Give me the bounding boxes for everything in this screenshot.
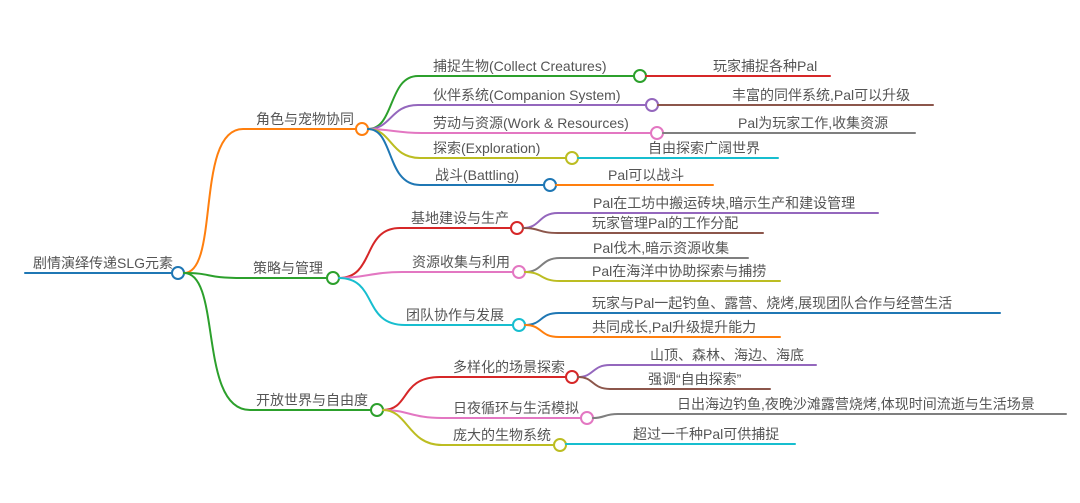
camping-together-label[interactable]: 玩家与Pal一起钓鱼、露营、烧烤,展现团队合作与经营生活 [592, 295, 952, 311]
leaf-work-assignment: 玩家管理Pal的工作分配 [522, 215, 764, 234]
characters-pets-collapse-circle[interactable] [355, 122, 369, 136]
strategy-management-label[interactable]: 策略与管理 [253, 260, 323, 276]
collect-creatures-link [367, 75, 635, 130]
node-characters-pets: 角色与宠物协同 [183, 111, 369, 274]
companion-upgrade-label[interactable]: 丰富的同伴系统,Pal可以升级 [732, 87, 910, 103]
companion-system-label[interactable]: 伙伴系统(Companion System) [433, 87, 621, 103]
node-root: 剧情演绎传递SLG元素 [24, 255, 185, 280]
team-cooperation-link [338, 277, 514, 326]
root-collapse-circle[interactable] [171, 266, 185, 280]
creature-system-label[interactable]: 庞大的生物系统 [453, 427, 551, 443]
companion-system-collapse-circle[interactable] [645, 98, 659, 112]
open-world-freedom-label[interactable]: 开放世界与自由度 [256, 392, 368, 408]
node-open-world-freedom: 开放世界与自由度 [183, 272, 384, 417]
grow-together-label[interactable]: 共同成长,Pal升级提升能力 [592, 319, 756, 335]
grow-together-link [524, 324, 781, 338]
scene-exploration-label[interactable]: 多样化的场景探索 [453, 359, 565, 375]
team-cooperation-label[interactable]: 团队协作与发展 [406, 307, 504, 323]
free-exploration-quote-link [577, 376, 771, 390]
work-assignment-label[interactable]: 玩家管理Pal的工作分配 [592, 215, 738, 231]
leaf-thousand-pals: 超过一千种Pal可供捕捉 [565, 426, 796, 445]
leaf-pal-work: Pal为玩家工作,收集资源 [662, 115, 916, 134]
free-exploration-quote-label[interactable]: 强调“自由探索” [648, 371, 742, 387]
base-building-link [338, 227, 512, 279]
scene-exploration-link [382, 376, 567, 411]
ocean-fishing-link [524, 271, 781, 282]
battling-label[interactable]: 战斗(Battling) [435, 167, 519, 183]
characters-pets-link [183, 128, 357, 274]
catch-pals-label[interactable]: 玩家捕捉各种Pal [713, 58, 817, 74]
characters-pets-label[interactable]: 角色与宠物协同 [256, 111, 354, 127]
base-building-collapse-circle[interactable] [510, 221, 524, 235]
node-battling: 战斗(Battling) [367, 128, 557, 192]
leaf-catch-pals: 玩家捕捉各种Pal [645, 58, 831, 77]
creature-system-link [382, 409, 555, 446]
open-world-freedom-link [183, 272, 372, 411]
team-cooperation-collapse-circle[interactable] [512, 318, 526, 332]
strategy-management-collapse-circle[interactable] [326, 271, 340, 285]
node-scene-exploration: 多样化的场景探索 [382, 359, 579, 411]
leaf-pal-can-fight: Pal可以战斗 [555, 167, 714, 186]
collect-creatures-label[interactable]: 捕捉生物(Collect Creatures) [433, 58, 606, 74]
scene-exploration-collapse-circle[interactable] [565, 370, 579, 384]
logging-label[interactable]: Pal伐木,暗示资源收集 [593, 240, 729, 256]
work-assignment-link [522, 227, 764, 234]
leaf-companion-upgrade: 丰富的同伴系统,Pal可以升级 [657, 87, 934, 106]
creature-system-collapse-circle[interactable] [553, 438, 567, 452]
node-strategy-management: 策略与管理 [183, 260, 340, 285]
companion-system-link [367, 104, 647, 130]
collect-creatures-collapse-circle[interactable] [633, 69, 647, 83]
work-resources-label[interactable]: 劳动与资源(Work & Resources) [433, 115, 629, 131]
day-night-cycle-collapse-circle[interactable] [580, 411, 594, 425]
node-work-resources: 劳动与资源(Work & Resources) [367, 115, 664, 140]
strategy-management-link [183, 272, 328, 279]
leaf-free-exploration-quote: 强调“自由探索” [577, 371, 771, 390]
base-building-label[interactable]: 基地建设与生产 [411, 210, 509, 226]
exploration-label[interactable]: 探索(Exploration) [433, 140, 540, 156]
resource-collection-label[interactable]: 资源收集与利用 [412, 254, 510, 270]
resource-collection-link [338, 271, 514, 279]
workshop-bricks-label[interactable]: Pal在工坊中搬运砖块,暗示生产和建设管理 [593, 195, 855, 211]
pal-work-label[interactable]: Pal为玩家工作,收集资源 [738, 115, 888, 131]
resource-collection-collapse-circle[interactable] [512, 265, 526, 279]
battling-link [367, 128, 545, 186]
free-explore-world-label[interactable]: 自由探索广阔世界 [648, 140, 760, 156]
work-resources-collapse-circle[interactable] [650, 126, 664, 140]
exploration-collapse-circle[interactable] [565, 151, 579, 165]
leaf-grow-together: 共同成长,Pal升级提升能力 [524, 319, 781, 338]
root-label[interactable]: 剧情演绎传递SLG元素 [33, 255, 173, 271]
node-day-night-cycle: 日夜循环与生活模拟 [382, 400, 594, 425]
scene-list-label[interactable]: 山顶、森林、海边、海底 [650, 347, 804, 363]
node-creature-system: 庞大的生物系统 [382, 409, 567, 452]
node-team-cooperation: 团队协作与发展 [338, 277, 526, 332]
battling-collapse-circle[interactable] [543, 178, 557, 192]
pal-can-fight-label[interactable]: Pal可以战斗 [608, 167, 684, 183]
node-exploration: 探索(Exploration) [367, 128, 579, 165]
leaf-free-explore-world: 自由探索广阔世界 [577, 140, 779, 159]
ocean-fishing-label[interactable]: Pal在海洋中协助探索与捕捞 [592, 263, 766, 279]
leaf-ocean-fishing: Pal在海洋中协助探索与捕捞 [524, 263, 781, 282]
thousand-pals-label[interactable]: 超过一千种Pal可供捕捉 [633, 426, 779, 442]
node-collect-creatures: 捕捉生物(Collect Creatures) [367, 58, 647, 130]
time-flow-label[interactable]: 日出海边钓鱼,夜晚沙滩露营烧烤,体现时间流逝与生活场景 [677, 396, 1035, 412]
open-world-freedom-collapse-circle[interactable] [370, 403, 384, 417]
day-night-cycle-label[interactable]: 日夜循环与生活模拟 [453, 400, 579, 416]
leaf-time-flow: 日出海边钓鱼,夜晚沙滩露营烧烤,体现时间流逝与生活场景 [592, 396, 1067, 419]
time-flow-link [592, 413, 1067, 419]
